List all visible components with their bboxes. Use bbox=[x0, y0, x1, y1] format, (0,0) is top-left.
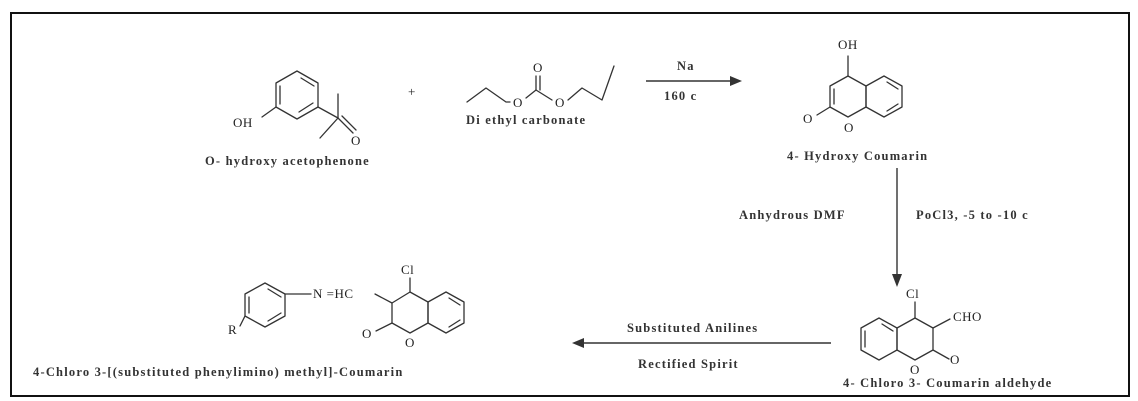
reagent-substituted-anilines: Substituted Anilines bbox=[627, 321, 758, 335]
scheme-frame bbox=[10, 12, 1130, 397]
chloro-aldehyde-cl: Cl bbox=[906, 286, 919, 301]
4-hydroxy-coumarin-structure: OH O O bbox=[803, 37, 903, 135]
reagent-pocl3: PoCl3, -5 to -10 c bbox=[916, 208, 1029, 222]
chloro-coumarin-aldehyde-structure: Cl CHO O O bbox=[860, 286, 982, 377]
product-label: 4-Chloro 3-[(substituted phenylimino) me… bbox=[33, 365, 403, 379]
hydroxy-coumarin-ring-oxygen: O bbox=[844, 120, 854, 135]
carbonate-left-oxygen: O bbox=[513, 95, 523, 110]
reagent-sodium: Na bbox=[677, 59, 695, 73]
hydroxyl-label: OH bbox=[233, 115, 253, 130]
o-hydroxy-acetophenone-label: O- hydroxy acetophenone bbox=[205, 154, 370, 168]
4-hydroxy-coumarin-label: 4- Hydroxy Coumarin bbox=[787, 149, 928, 163]
carbonate-right-oxygen: O bbox=[555, 95, 565, 110]
diethyl-carbonate-structure: O O O bbox=[466, 60, 615, 110]
carbonyl-oxygen-label: O bbox=[351, 133, 361, 148]
imine-linkage: N =HC bbox=[313, 286, 354, 301]
product-structure: R N =HC Cl O O bbox=[228, 262, 465, 350]
hydroxy-coumarin-carbonyl-oxygen: O bbox=[803, 111, 813, 126]
product-r-group: R bbox=[228, 322, 237, 337]
solvent-rectified-spirit: Rectified Spirit bbox=[638, 357, 739, 371]
reaction-arrow-1 bbox=[646, 76, 742, 86]
diethyl-carbonate-label: Di ethyl carbonate bbox=[466, 113, 586, 127]
chloro-coumarin-aldehyde-label: 4- Chloro 3- Coumarin aldehyde bbox=[843, 376, 1052, 390]
reaction-temperature: 160 c bbox=[664, 89, 697, 103]
carbonate-top-oxygen: O bbox=[533, 60, 543, 75]
reaction-arrow-2 bbox=[892, 168, 902, 287]
aldehyde-group: CHO bbox=[953, 309, 982, 324]
plus-sign: + bbox=[408, 84, 416, 99]
hydroxy-coumarin-oh: OH bbox=[838, 37, 858, 52]
product-cl: Cl bbox=[401, 262, 414, 277]
chloro-aldehyde-ring-oxygen: O bbox=[910, 362, 920, 377]
product-ring-oxygen: O bbox=[405, 335, 415, 350]
reaction-arrow-3 bbox=[572, 338, 831, 348]
product-carbonyl-oxygen: O bbox=[362, 326, 372, 341]
o-hydroxy-acetophenone-structure: OH O bbox=[233, 70, 361, 148]
chloro-aldehyde-carbonyl-oxygen: O bbox=[950, 352, 960, 367]
reagent-anhydrous-dmf: Anhydrous DMF bbox=[739, 208, 846, 222]
